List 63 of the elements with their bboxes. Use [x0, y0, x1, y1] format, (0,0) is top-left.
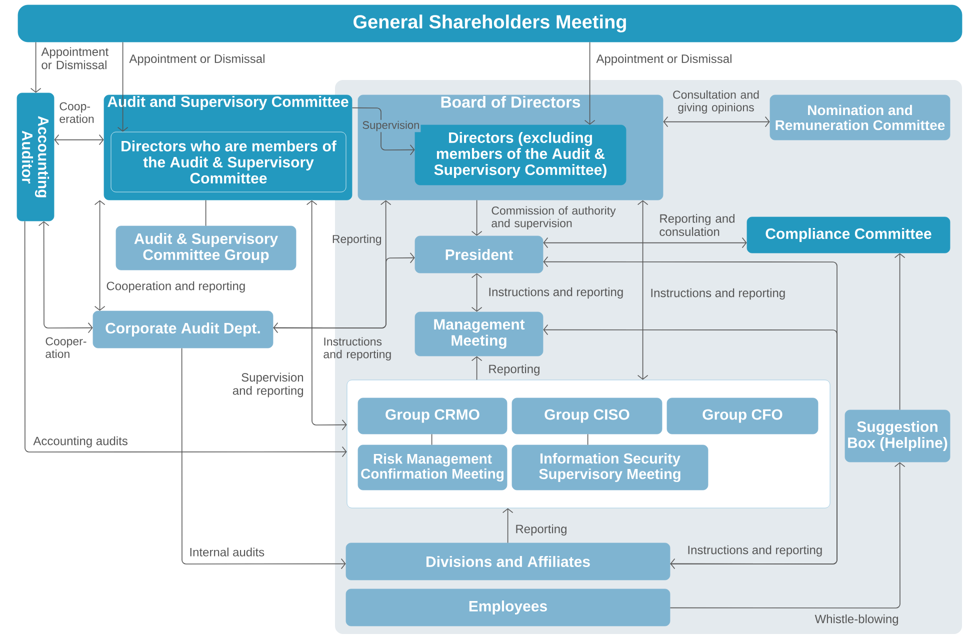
edge-label: Supervision and reporting	[232, 372, 304, 398]
edge-label: Instructions and reporting	[688, 545, 822, 557]
edge-label: Appointment or Dismissal	[41, 47, 108, 70]
edge-label: Reporting	[516, 524, 566, 536]
org-box: Risk Management Confirmation Meeting	[358, 444, 508, 490]
arrow	[471, 356, 482, 380]
org-box: Audit & Supervisory Committee Group	[116, 226, 296, 270]
org-box: Group CRMO	[358, 398, 508, 434]
arrow	[352, 107, 415, 156]
arrow	[181, 348, 346, 570]
edge-label: Instructions and reporting	[489, 287, 623, 299]
org-box: Divisions and Affiliates	[346, 542, 670, 580]
org-box: Nomination and Remuneration Committee	[770, 94, 950, 140]
org-box: Compliance Committee	[746, 216, 950, 254]
arrow	[670, 462, 906, 608]
arrow	[24, 220, 347, 458]
org-box: Employees	[346, 588, 670, 626]
edge-label: Reporting	[332, 234, 382, 246]
org-box: President	[414, 236, 544, 274]
edge-label: Reporting and consulation	[660, 214, 734, 236]
edge-label: Consultation and giving opinions	[673, 90, 759, 114]
arrow	[471, 200, 482, 236]
connector-line	[431, 434, 432, 446]
org-box: Directors who are members of the Audit & Supervisory Committee	[110, 132, 346, 192]
arrow	[54, 134, 104, 146]
edge-label: Appointment or Dismissal	[596, 54, 732, 66]
edge-label: Coop-eration	[60, 102, 94, 123]
arrow	[502, 508, 514, 544]
edge-label: Instructions and reporting	[651, 288, 785, 300]
arrow	[584, 42, 596, 125]
org-box: Information Security Supervisory Meeting	[512, 444, 708, 490]
org-box: Group CFO	[666, 398, 818, 434]
edge-label: Internal audits	[190, 548, 264, 556]
org-box: Corporate Audit Dept.	[92, 310, 274, 348]
org-box: Suggestion Box (Helpline)	[844, 410, 950, 462]
arrow	[543, 324, 838, 564]
connector-line	[587, 434, 588, 446]
arrow	[30, 42, 42, 93]
edge-label: Instructions and reporting	[324, 337, 391, 361]
edge-label: Supervision	[361, 120, 421, 132]
edge-label: Reporting	[489, 364, 540, 376]
arrow	[471, 273, 482, 312]
banner-box: General Shareholders Meeting	[18, 4, 962, 42]
arrow	[543, 256, 838, 570]
edge-label: Commission of authority and supervision	[492, 206, 616, 230]
org-box: Management Meeting	[414, 312, 544, 356]
arrow	[117, 42, 128, 132]
edge-label: Whistle-blowing	[814, 614, 898, 626]
connector-line	[205, 200, 206, 226]
edge-label: Cooperation and reporting	[106, 281, 245, 293]
edge-label: Appointment or Dismissal	[129, 54, 264, 66]
org-box: Group CISO	[512, 398, 662, 434]
arrow	[543, 237, 747, 248]
arrow	[38, 221, 93, 334]
edge-label: Cooper-ation	[46, 337, 86, 358]
org-box: Accounting Auditor	[16, 92, 54, 222]
arrow	[306, 200, 347, 430]
arrow	[637, 200, 648, 380]
arrow	[94, 200, 106, 311]
arrow	[663, 116, 770, 128]
edge-label: Accounting audits	[33, 436, 128, 448]
arrow	[273, 252, 415, 334]
arrow	[894, 253, 906, 410]
